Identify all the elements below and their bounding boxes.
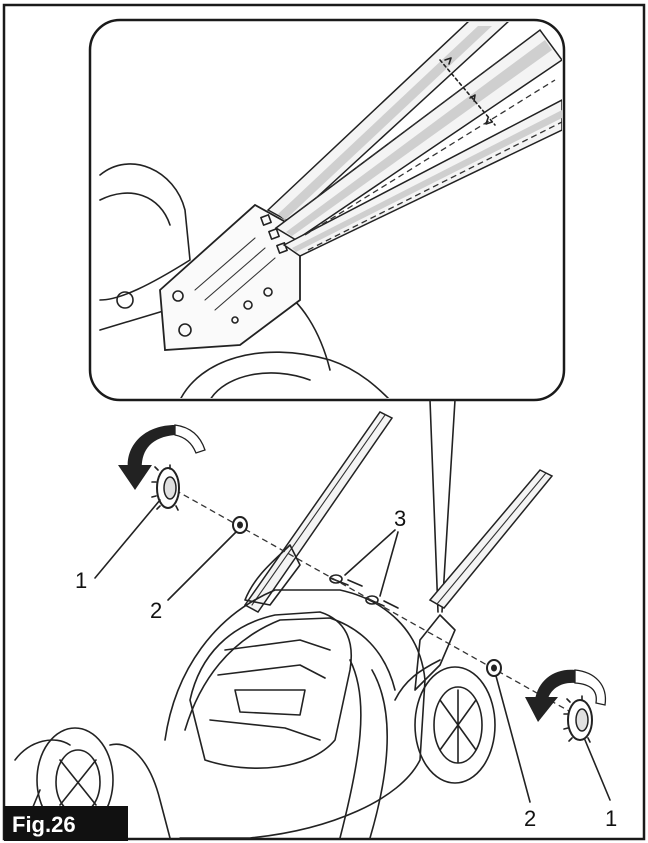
leader-bolts-b <box>379 531 399 597</box>
bracket-plate <box>159 203 301 351</box>
leader-knob-left <box>94 499 161 579</box>
figure-label: Fig.26 <box>12 812 76 837</box>
inset-detail <box>88 18 566 402</box>
leader-washer-left <box>167 531 237 601</box>
outer-frame <box>2 3 646 841</box>
inset-leader-right <box>441 399 456 613</box>
callout-knob-right: 1 <box>605 806 617 831</box>
battery-cover <box>189 611 352 769</box>
mower-illustration <box>14 411 611 839</box>
leader-washer-right <box>495 675 531 803</box>
rotation-arrow-left-icon <box>118 424 206 490</box>
rear-wheel-right <box>414 666 496 784</box>
knob-left <box>151 464 180 511</box>
inset-leader-left <box>429 399 439 613</box>
callout-washer-left: 2 <box>150 598 162 623</box>
callout-knob-left: 1 <box>75 568 87 593</box>
figure-badge <box>4 806 128 841</box>
knob-right <box>563 695 593 743</box>
rotation-arrow-right-icon <box>525 669 607 722</box>
callout-washer-right: 2 <box>524 806 536 831</box>
assembly-axis <box>174 489 586 721</box>
bolts <box>329 574 399 609</box>
callout-bolts: 3 <box>394 506 406 531</box>
handle-tubes-inset <box>266 22 562 257</box>
leader-knob-right <box>584 739 611 801</box>
leader-bolts-a <box>344 529 396 576</box>
